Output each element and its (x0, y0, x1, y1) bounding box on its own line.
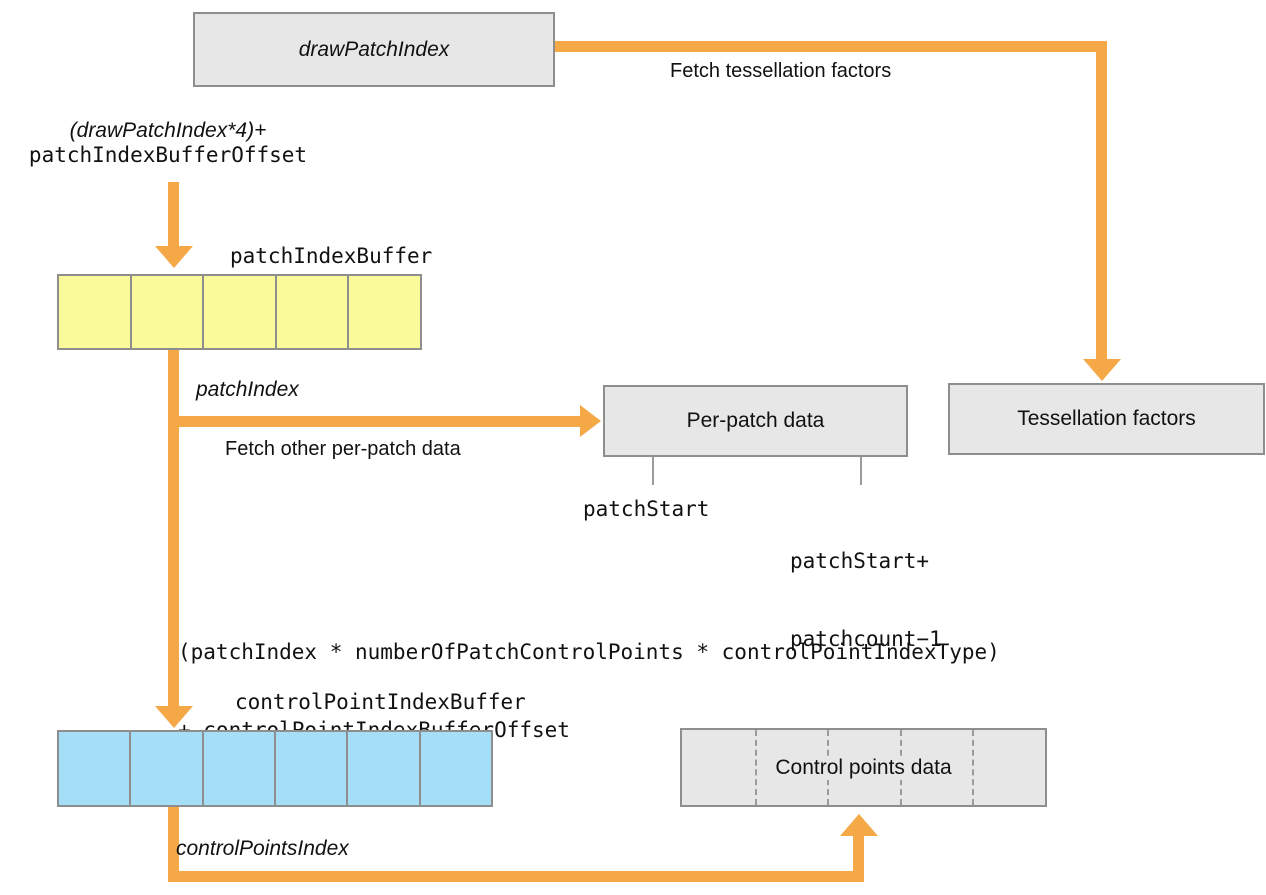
buffer-cell (273, 732, 347, 805)
control-points-data-label: Control points data (766, 755, 961, 780)
dashed-cell-divider (754, 730, 757, 805)
fetch-tess-connector-vertical (1096, 41, 1107, 361)
per-patch-branch (168, 416, 582, 427)
patch-index-offset-formula: (drawPatchIndex*4)+ patchIndexBufferOffs… (12, 119, 324, 167)
offset-formula-line1: (drawPatchIndex*4)+ (69, 119, 267, 142)
patch-index-trunk (168, 350, 179, 708)
patch-end-tick (860, 457, 862, 485)
control-points-connector-horizontal (168, 871, 864, 882)
per-patch-data-box: Per-patch data (603, 385, 908, 457)
control-points-data-box: Control points data (680, 728, 1047, 807)
per-patch-data-label: Per-patch data (686, 409, 825, 432)
fetch-tess-connector-horizontal (555, 41, 1107, 52)
control-points-connector-down (168, 807, 179, 882)
tessellation-factors-label: Tessellation factors (1017, 407, 1196, 430)
dashed-cell-divider (972, 730, 975, 805)
offset-formula-line2: patchIndexBufferOffset (28, 143, 308, 167)
control-points-connector-up (853, 836, 864, 882)
buffer-cell (418, 732, 491, 805)
arrowhead-right-per-patch (580, 405, 601, 437)
buffer-cell (129, 732, 202, 805)
control-points-index-label: controlPointsIndex (176, 837, 349, 860)
arrowhead-up-control-points (840, 814, 878, 836)
control-point-index-buffer-label: controlPointIndexBuffer (235, 690, 526, 714)
patch-start-tick (652, 457, 654, 485)
buffer-cell (274, 276, 348, 348)
tessellation-factors-box: Tessellation factors (948, 383, 1265, 455)
buffer-cell (202, 276, 275, 348)
buffer-cell (347, 276, 420, 348)
arrowhead-down-control-point-buffer (155, 706, 193, 728)
patch-index-buffer-label: patchIndexBuffer (230, 244, 433, 268)
patch-index-buffer (57, 274, 422, 350)
fetch-tessellation-factors-label: Fetch tessellation factors (670, 60, 892, 82)
buffer-cell (346, 732, 419, 805)
fetch-other-per-patch-label: Fetch other per-patch data (225, 438, 461, 460)
arrowhead-down-tessellation (1083, 359, 1121, 381)
arrowhead-down-patch-index-buffer (155, 246, 193, 268)
buffer-cell (129, 276, 203, 348)
draw-patch-index-box: drawPatchIndex (193, 12, 555, 87)
patch-start-plus-line2: patchcount−1 (790, 627, 942, 651)
patch-start-plus-label: patchStart+ patchcount−1 (790, 496, 942, 704)
buffer-cell (59, 732, 130, 805)
buffer-cell (59, 276, 130, 348)
buffer-cell (201, 732, 274, 805)
draw-patch-index-label: drawPatchIndex (298, 37, 450, 61)
patch-start-plus-line1: patchStart+ (790, 549, 930, 573)
offset-arrow-shaft (168, 182, 179, 248)
patch-index-label: patchIndex (196, 378, 299, 401)
control-point-index-buffer (57, 730, 493, 807)
patch-start-label: patchStart (583, 497, 710, 521)
control-point-formula-line1: (patchIndex * numberOfPatchControlPoints… (178, 640, 1000, 664)
